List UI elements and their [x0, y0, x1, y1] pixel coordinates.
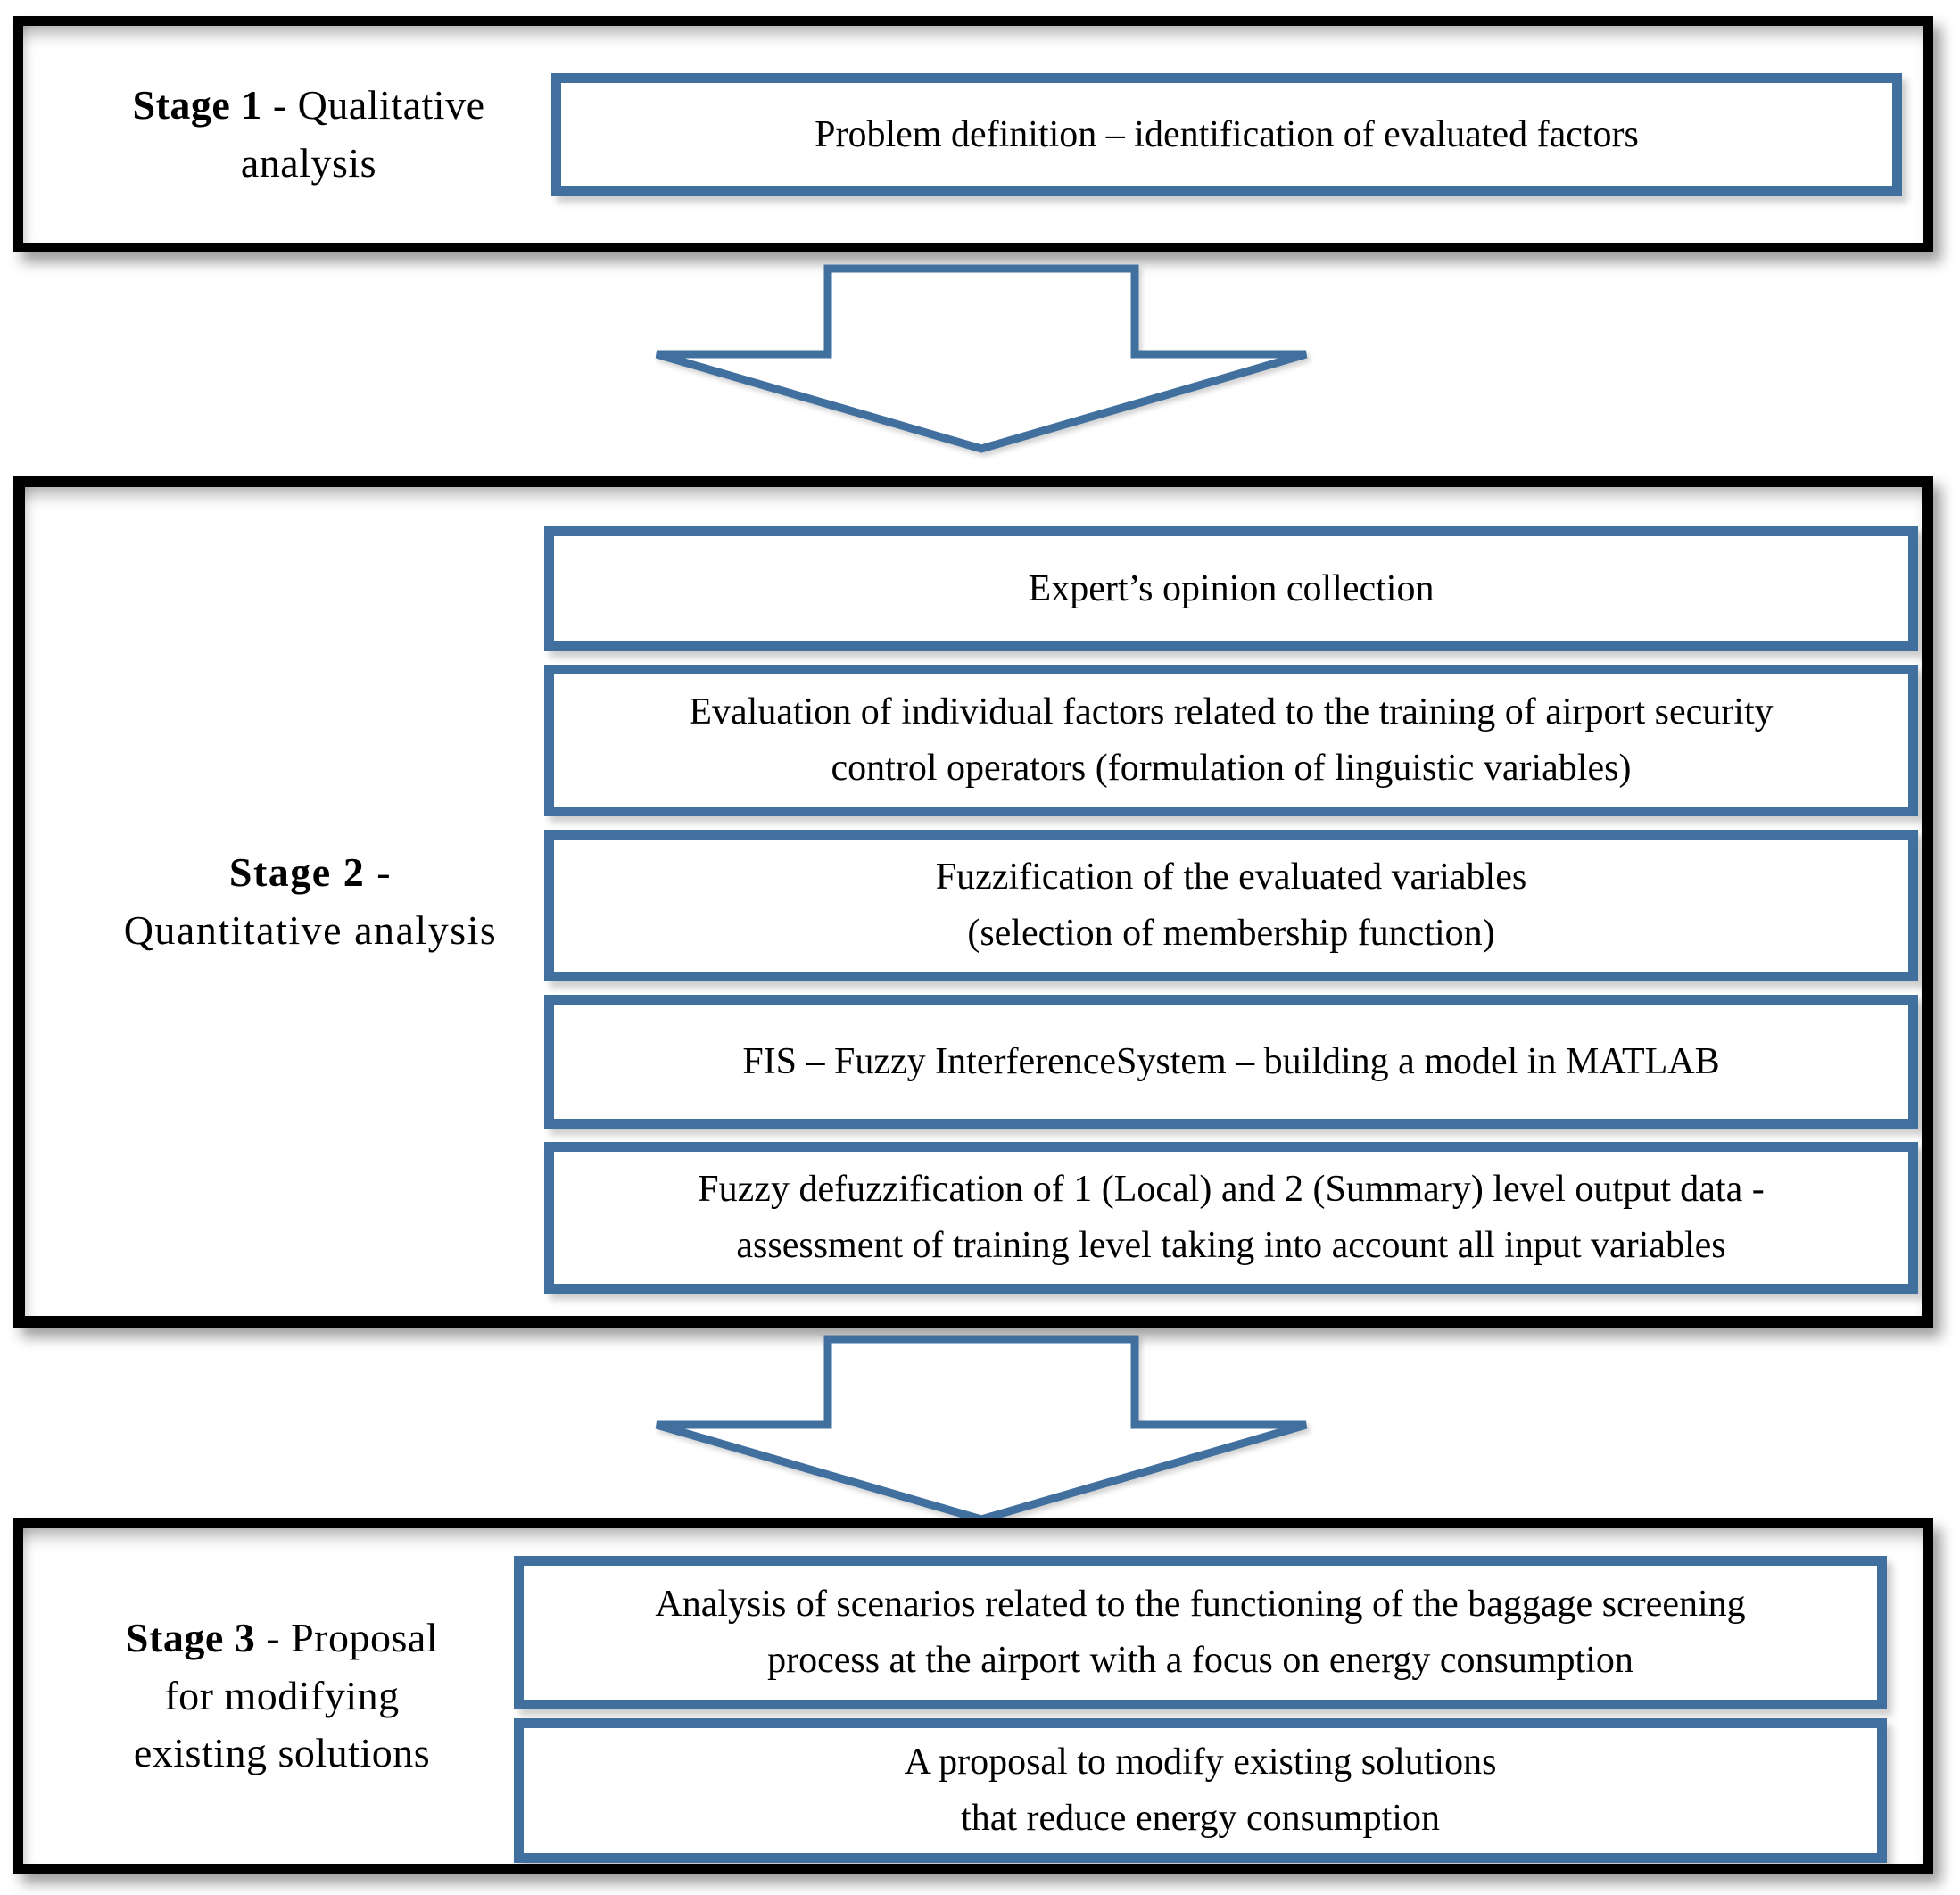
down-arrow-icon — [655, 264, 1308, 453]
stage-3-label: Stage 3 - Proposal for modifying existin… — [50, 1528, 514, 1864]
stage-1-label-rest: - Qualitative analysis — [240, 82, 485, 186]
box-problem-definition: Problem definition – identification of e… — [551, 73, 1902, 196]
box-problem-definition-text: Problem definition – identification of e… — [815, 113, 1639, 155]
stage-1-panel: Stage 1 - Qualitative analysis Problem d… — [13, 16, 1933, 252]
stage-1-label: Stage 1 - Qualitative analysis — [59, 26, 558, 243]
box-factor-evaluation-text: Evaluation of individual factors related… — [689, 691, 1774, 789]
box-fuzzification-text: Fuzzification of the evaluated variables… — [935, 856, 1527, 954]
stage-3-label-bold: Stage 3 — [125, 1615, 256, 1661]
box-defuzzification: Fuzzy defuzzification of 1 (Local) and 2… — [544, 1142, 1918, 1294]
box-scenario-analysis: Analysis of scenarios related to the fun… — [514, 1556, 1887, 1709]
box-fis-matlab-text: FIS – Fuzzy InterferenceSystem – buildin… — [742, 1040, 1720, 1082]
stage-2-label-text: Stage 2 - Quantitative analysis — [124, 844, 498, 959]
stage-3-panel: Stage 3 - Proposal for modifying existin… — [13, 1518, 1933, 1874]
down-arrow-icon — [655, 1335, 1308, 1524]
stage-3-label-rest: - Proposal for modifying existing soluti… — [133, 1615, 439, 1776]
stage-2-label-bold: Stage 2 — [228, 849, 366, 896]
box-factor-evaluation: Evaluation of individual factors related… — [544, 665, 1918, 816]
stage-3-label-text: Stage 3 - Proposal for modifying existin… — [126, 1610, 438, 1782]
box-fuzzification: Fuzzification of the evaluated variables… — [544, 830, 1918, 981]
box-expert-opinion-text: Expert’s opinion collection — [1028, 567, 1435, 609]
stage-1-label-text: Stage 1 - Qualitative analysis — [132, 77, 484, 192]
stage-2-label-rest: - Quantitative analysis — [123, 849, 498, 953]
box-expert-opinion: Expert’s opinion collection — [544, 526, 1918, 651]
stage-2-panel: Stage 2 - Quantitative analysis Expert’s… — [13, 476, 1933, 1328]
box-defuzzification-text: Fuzzy defuzzification of 1 (Local) and 2… — [698, 1169, 1765, 1266]
box-scenario-analysis-text: Analysis of scenarios related to the fun… — [655, 1584, 1746, 1681]
box-modification-proposal-text: A proposal to modify existing solutions … — [904, 1742, 1497, 1839]
box-modification-proposal: A proposal to modify existing solutions … — [514, 1718, 1887, 1863]
box-fis-matlab: FIS – Fuzzy InterferenceSystem – buildin… — [544, 995, 1918, 1129]
stage-2-label: Stage 2 - Quantitative analysis — [61, 487, 560, 1316]
stage-1-label-bold: Stage 1 — [132, 82, 262, 128]
